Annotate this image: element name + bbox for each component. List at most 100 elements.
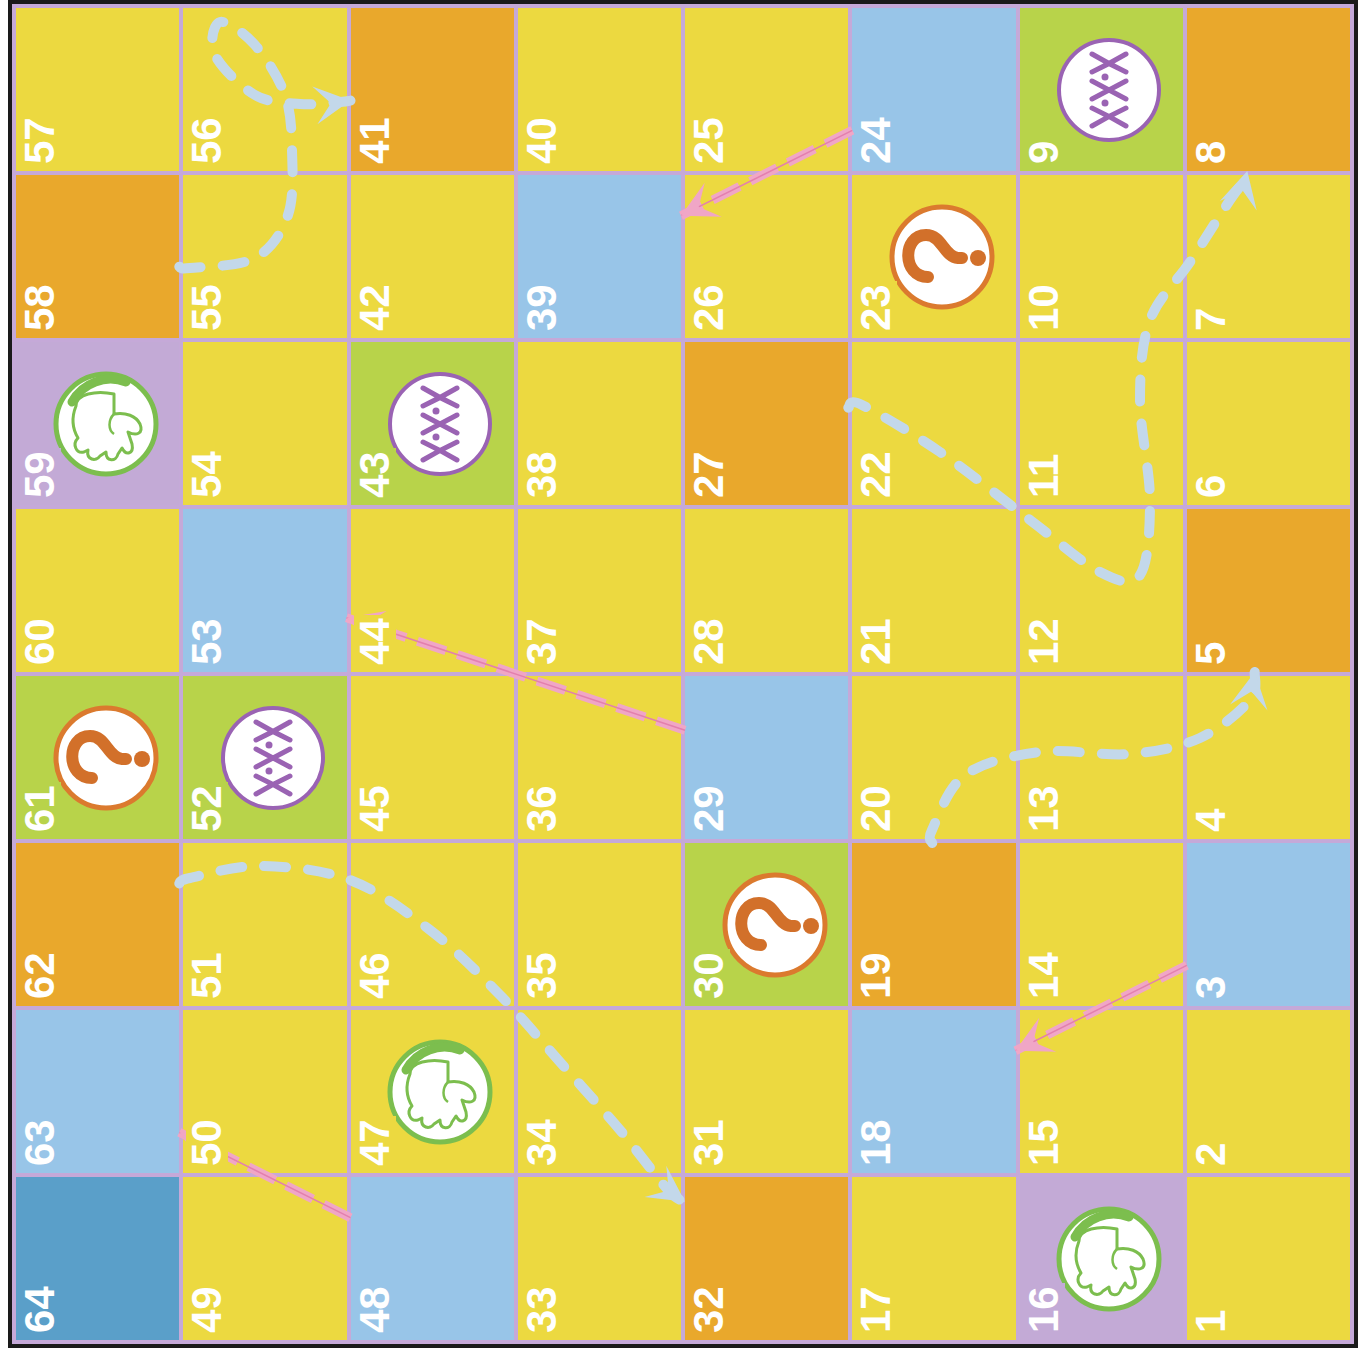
square-number: 47 xyxy=(354,1116,396,1169)
square-number: 40 xyxy=(521,114,563,167)
question-icon xyxy=(892,207,992,307)
square-number: 37 xyxy=(521,615,563,668)
square-number: 27 xyxy=(688,448,730,501)
board-square: 50 xyxy=(183,1010,346,1173)
square-number: 32 xyxy=(688,1283,730,1336)
square-number: 23 xyxy=(855,281,897,334)
board-square: 54 xyxy=(183,342,346,505)
square-number: 55 xyxy=(186,281,228,334)
square-number: 60 xyxy=(19,615,61,668)
square-number: 53 xyxy=(186,615,228,668)
square-number: 6 xyxy=(1190,472,1232,501)
square-number: 15 xyxy=(1023,1116,1065,1169)
square-number: 57 xyxy=(19,114,61,167)
board-square: 56 xyxy=(183,8,346,171)
board-square: 33 xyxy=(518,1177,681,1340)
square-number: 46 xyxy=(354,949,396,1002)
board-square: 57 xyxy=(16,8,179,171)
board-square: 26 xyxy=(685,175,848,338)
square-number: 33 xyxy=(521,1283,563,1336)
square-number: 31 xyxy=(688,1116,730,1169)
square-number: 8 xyxy=(1190,138,1232,167)
board-square: 58 xyxy=(16,175,179,338)
square-number: 4 xyxy=(1190,806,1232,835)
square-number: 3 xyxy=(1190,973,1232,1002)
square-number: 18 xyxy=(855,1116,897,1169)
square-number: 50 xyxy=(186,1116,228,1169)
square-number: 49 xyxy=(186,1283,228,1336)
square-number: 38 xyxy=(521,448,563,501)
hand-icon xyxy=(56,374,156,474)
square-number: 19 xyxy=(855,949,897,1002)
square-number: 22 xyxy=(855,448,897,501)
board-square: 18 xyxy=(852,1010,1015,1173)
square-number: 30 xyxy=(688,949,730,1002)
square-number: 12 xyxy=(1023,615,1065,668)
chromosome-icon xyxy=(223,708,323,808)
square-number: 13 xyxy=(1023,782,1065,835)
square-number: 2 xyxy=(1190,1140,1232,1169)
board-square: 2 xyxy=(1187,1010,1350,1173)
square-number: 45 xyxy=(354,782,396,835)
square-number: 5 xyxy=(1190,639,1232,668)
square-number: 35 xyxy=(521,949,563,1002)
board-square: 53 xyxy=(183,509,346,672)
board-square: 7 xyxy=(1187,175,1350,338)
square-number: 14 xyxy=(1023,949,1065,1002)
square-number: 58 xyxy=(19,281,61,334)
board-square: 1 xyxy=(1187,1177,1350,1340)
game-board: 5756414025249858554239262310759544338272… xyxy=(8,0,1358,1348)
board-square: 64 xyxy=(16,1177,179,1340)
board-square: 24 xyxy=(852,8,1015,171)
board-square: 4 xyxy=(1187,676,1350,839)
board-square: 45 xyxy=(351,676,514,839)
square-number: 9 xyxy=(1023,138,1065,167)
board-square: 35 xyxy=(518,843,681,1006)
square-number: 51 xyxy=(186,949,228,1002)
square-number: 24 xyxy=(855,114,897,167)
square-number: 44 xyxy=(354,615,396,668)
board-square: 3 xyxy=(1187,843,1350,1006)
question-icon xyxy=(725,875,825,975)
square-number: 61 xyxy=(19,782,61,835)
square-number: 20 xyxy=(855,782,897,835)
board-square: 6 xyxy=(1187,342,1350,505)
board-square: 21 xyxy=(852,509,1015,672)
board-square: 38 xyxy=(518,342,681,505)
square-number: 10 xyxy=(1023,281,1065,334)
board-square: 19 xyxy=(852,843,1015,1006)
square-number: 43 xyxy=(354,448,396,501)
square-number: 28 xyxy=(688,615,730,668)
board-square: 31 xyxy=(685,1010,848,1173)
hand-icon xyxy=(1059,1209,1159,1309)
board-square: 60 xyxy=(16,509,179,672)
square-number: 63 xyxy=(19,1116,61,1169)
square-number: 21 xyxy=(855,615,897,668)
board-square: 15 xyxy=(1020,1010,1183,1173)
hand-icon xyxy=(390,1042,490,1142)
board-square: 25 xyxy=(685,8,848,171)
board-square: 63 xyxy=(16,1010,179,1173)
board-square: 22 xyxy=(852,342,1015,505)
board-square: 14 xyxy=(1020,843,1183,1006)
board-square: 39 xyxy=(518,175,681,338)
board-square: 8 xyxy=(1187,8,1350,171)
square-number: 11 xyxy=(1023,451,1065,501)
square-number: 7 xyxy=(1190,305,1232,334)
square-number: 56 xyxy=(186,114,228,167)
square-number: 59 xyxy=(19,448,61,501)
board-square: 49 xyxy=(183,1177,346,1340)
square-number: 29 xyxy=(688,782,730,835)
board-square: 48 xyxy=(351,1177,514,1340)
question-icon xyxy=(56,708,156,808)
square-number: 62 xyxy=(19,949,61,1002)
square-number: 64 xyxy=(19,1283,61,1336)
board-square: 27 xyxy=(685,342,848,505)
square-number: 36 xyxy=(521,782,563,835)
square-number: 42 xyxy=(354,281,396,334)
board-square: 10 xyxy=(1020,175,1183,338)
board-square: 40 xyxy=(518,8,681,171)
square-number: 1 xyxy=(1190,1307,1232,1336)
square-number: 54 xyxy=(186,448,228,501)
board-square: 17 xyxy=(852,1177,1015,1340)
